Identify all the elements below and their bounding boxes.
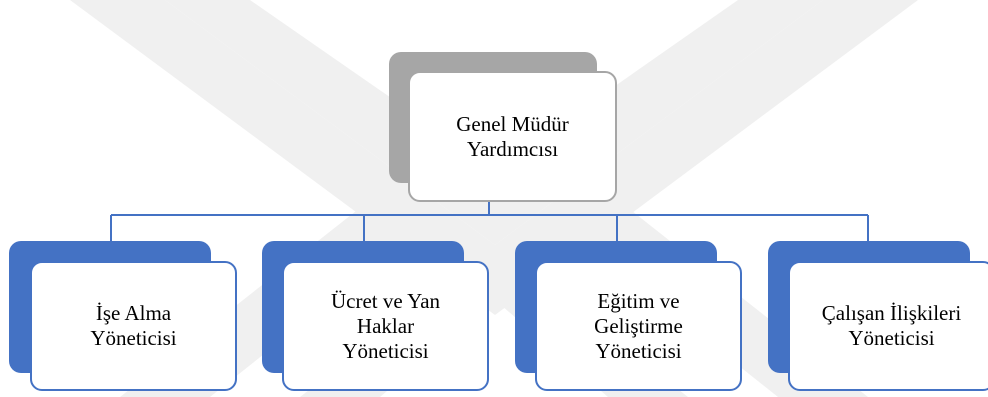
node-egitim-ve-gelistirme-yoneticisi: Eğitim ve Geliştirme Yöneticisi [535, 261, 742, 391]
node-label-line: Çalışan İlişkileri [821, 301, 962, 325]
node-label-line: Yardımcısı [466, 136, 559, 161]
node-label-line: Yöneticisi [90, 326, 177, 350]
node-label-line: Genel Müdür [456, 111, 569, 136]
node-genel-mudur-yardimcisi: Genel Müdür Yardımcısı [408, 71, 617, 202]
node-label-line: İşe Alma [95, 301, 172, 325]
node-label-line: Geliştirme [594, 313, 683, 338]
node-label-line: Haklar [356, 313, 415, 338]
node-calisan-iliskileri-yoneticisi: Çalışan İlişkileri Yöneticisi [788, 261, 988, 391]
node-ucret-ve-yan-haklar-yoneticisi: Ücret ve Yan Haklar Yöneticisi [282, 261, 489, 391]
node-label-line: Yöneticisi [342, 338, 429, 363]
node-label-line: Ücret ve Yan [330, 288, 441, 313]
node-label-line: Yöneticisi [595, 338, 682, 363]
node-ise-alma-yoneticisi: İşe Alma Yöneticisi [30, 261, 237, 391]
node-label-line: Yöneticisi [848, 326, 935, 350]
node-label-line: Eğitim ve [597, 288, 680, 313]
